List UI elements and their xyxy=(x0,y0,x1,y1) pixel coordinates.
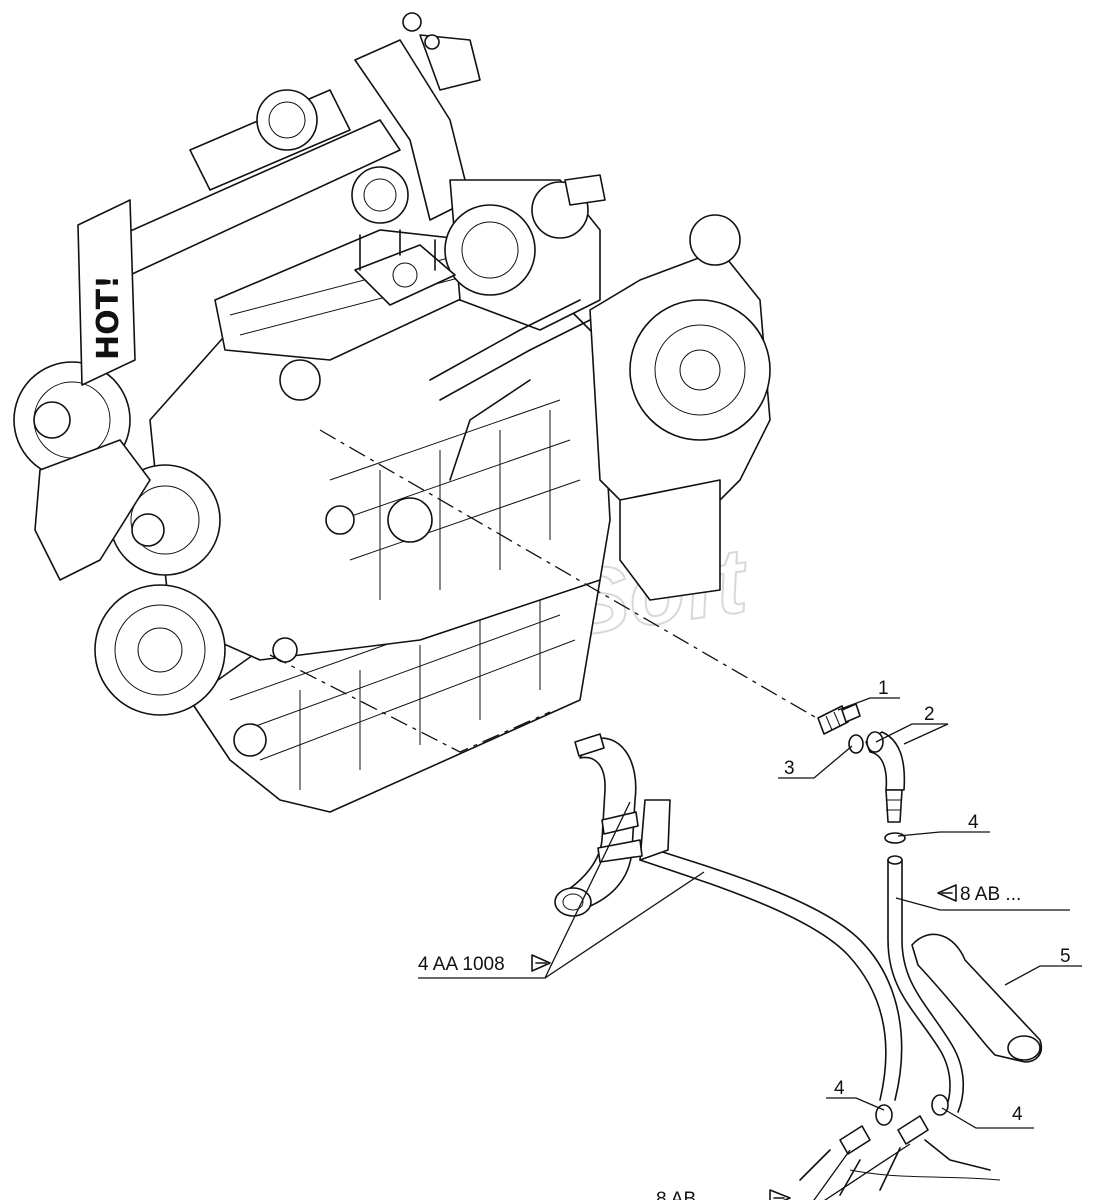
assembly-line-fitting xyxy=(319,429,821,721)
callout-4-lower-left: 4 xyxy=(834,1078,845,1099)
clamp-part-4-lower-left xyxy=(875,1104,893,1126)
callout-3: 3 xyxy=(784,758,795,779)
callout-5: 5 xyxy=(1060,946,1071,967)
callout-4-lower-right: 4 xyxy=(1012,1104,1023,1125)
lower-fittings xyxy=(799,1115,1001,1196)
reference-label: 8 AB ... xyxy=(960,884,1021,905)
o-ring-part-3 xyxy=(848,734,864,754)
elbow-part-2 xyxy=(865,731,906,823)
reference-4aa-1008[interactable]: 4 AA 1008 xyxy=(418,954,551,975)
clamp-part-4-upper xyxy=(884,832,906,844)
ref-arrow-icon xyxy=(531,954,551,972)
callout-leaders xyxy=(418,697,1082,1200)
ref-arrow-icon xyxy=(769,1189,791,1200)
fitting-part-1 xyxy=(817,703,861,735)
hot-warning-plate xyxy=(77,199,136,386)
callout-2: 2 xyxy=(924,704,935,725)
reference-8ab-upper[interactable]: 8 AB ... xyxy=(937,884,1021,905)
callout-1: 1 xyxy=(878,678,889,699)
assembly-line-hose xyxy=(269,654,551,753)
sleeve-part-5 xyxy=(911,933,1043,1063)
ref-arrow-icon xyxy=(937,884,957,902)
hot-warning-text: HOT! xyxy=(91,275,126,360)
reference-label: 4 AA 1008 xyxy=(418,954,505,975)
clamp-part-4-lower-right xyxy=(931,1094,949,1116)
reference-label: 8 AB ... xyxy=(656,1189,717,1200)
engine-assembly: HOT! xyxy=(13,12,771,813)
reference-8ab-lower[interactable]: 8 AB ... xyxy=(656,1189,791,1200)
callout-4-upper: 4 xyxy=(968,812,979,833)
